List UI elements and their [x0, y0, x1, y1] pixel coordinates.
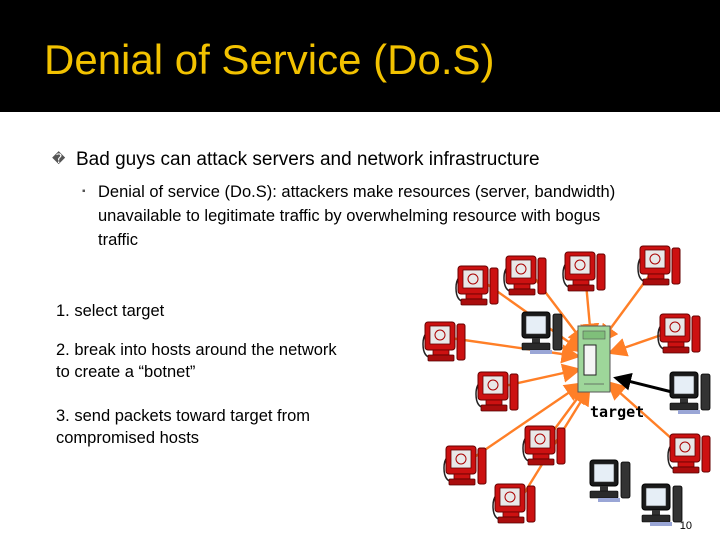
compromised-host-icon — [637, 245, 681, 286]
bullet-item: � Bad guys can attack servers and network… — [52, 149, 540, 171]
step-3: 3. send packets toward target from compr… — [56, 407, 311, 447]
host-computer-icon — [641, 483, 683, 527]
server-tower-icon — [577, 325, 611, 393]
host-computer-icon — [669, 371, 711, 415]
compromised-host-icon — [667, 433, 711, 474]
target-label: target — [590, 403, 644, 421]
sub-bullet-item: ▪ Denial of service (Do.S): attackers ma… — [82, 180, 642, 252]
compromised-host-icon — [422, 321, 466, 362]
sub-bullet-text: Denial of service (Do.S): attackers make… — [98, 183, 616, 249]
compromised-hosts — [422, 245, 711, 524]
bullet-marker: � — [52, 151, 66, 166]
step-1: 1. select target — [56, 302, 165, 320]
page-number: 10 — [679, 520, 692, 532]
host-computer-icon — [521, 311, 563, 355]
compromised-host-icon — [657, 313, 701, 354]
compromised-host-icon — [492, 483, 536, 524]
bullet-text: Bad guys can attack servers and network … — [76, 149, 540, 170]
target-pointer-arrow — [613, 372, 673, 394]
slide-title: Denial of Service (Do.S) — [44, 36, 495, 83]
compromised-host-icon — [475, 371, 519, 412]
compromised-host-icon — [562, 251, 606, 292]
step-2: 2. break into hosts around the network t… — [56, 341, 337, 381]
host-computer-icon — [589, 459, 631, 503]
compromised-host-icon — [503, 255, 547, 296]
compromised-host-icon — [443, 445, 487, 486]
title-bar — [0, 0, 720, 112]
compromised-host-icon — [522, 425, 566, 466]
compromised-host-icon — [455, 265, 499, 306]
sub-bullet-marker: ▪ — [82, 186, 86, 197]
